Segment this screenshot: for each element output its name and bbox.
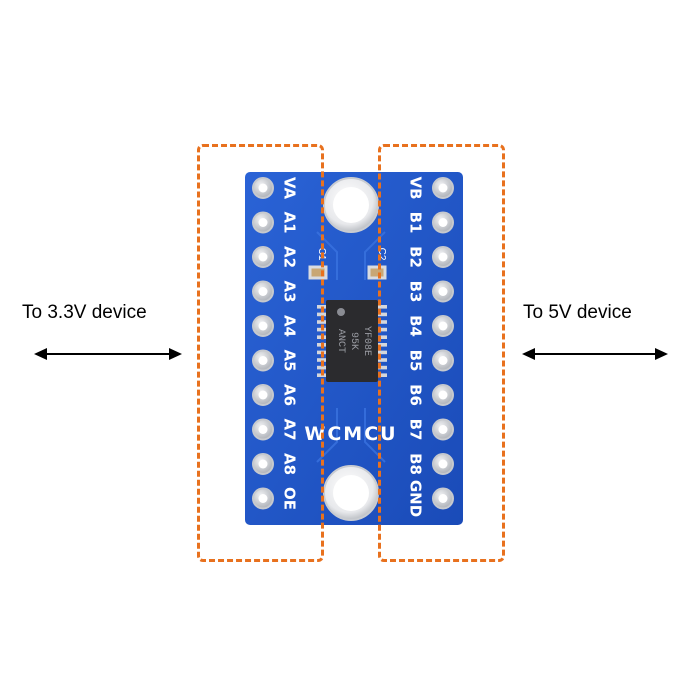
double-arrow-right: [522, 348, 668, 360]
pin-label-a2: A2: [281, 246, 299, 268]
pin-label-b6: B6: [407, 384, 425, 406]
high-voltage-side-box: [378, 144, 505, 562]
pin-hole-a4: [258, 321, 268, 331]
chip-lead-right: [377, 305, 387, 309]
pin-label-gnd: GND: [407, 480, 425, 517]
pin-hole-a5: [258, 356, 268, 365]
ic-chip: [326, 300, 378, 382]
chip-lead-right: [377, 350, 387, 355]
chip-lead-right: [377, 358, 387, 362]
pin-label-b5: B5: [407, 350, 425, 372]
mounting-hole-top-inner: [333, 187, 369, 223]
double-arrow-left: [34, 348, 182, 360]
chip-text-line-1: YF08E: [361, 326, 372, 356]
pin-hole-b8: [438, 459, 448, 469]
ti-logo-icon: [337, 308, 345, 316]
pin-hole-vb: [438, 183, 448, 193]
pin-label-a5: A5: [281, 349, 299, 371]
pin-hole-b2: [438, 252, 448, 262]
pin-label-b2: B2: [407, 246, 425, 268]
pin-label-vb: VB: [407, 176, 425, 199]
mounting-hole-bottom-inner: [333, 475, 369, 511]
pin-hole-gnd: [438, 494, 448, 503]
chip-text-line-3: ANCT: [335, 329, 346, 353]
capacitor-c1: [308, 265, 328, 280]
chip-lead-right: [377, 335, 387, 339]
label-5v-device: To 5V device: [523, 302, 632, 323]
pin-label-a3: A3: [281, 280, 299, 302]
pin-hole-a7: [258, 425, 268, 434]
pin-label-a1: A1: [281, 211, 299, 233]
pin-label-a8: A8: [281, 453, 299, 475]
chip-marking: YF08E 95K ANCT: [335, 326, 372, 356]
board-graphic: C1 C2 YF08E 95K ANCT WCMCU VAA1A2A3A4A5A…: [245, 172, 463, 525]
chip-text-line-2: 95K: [348, 332, 359, 350]
left-pad-column: [252, 177, 274, 510]
pin-label-a4: A4: [281, 315, 299, 337]
capacitor-c2: [367, 265, 387, 280]
pin-hole-b6: [438, 390, 448, 400]
cap-label-c2: C2: [376, 248, 387, 261]
pin-hole-a3: [258, 287, 268, 296]
brand-label: WCMCU: [304, 423, 397, 445]
right-pad-column: [432, 177, 454, 510]
chip-lead-right: [377, 343, 387, 347]
pin-label-va: VA: [281, 177, 299, 200]
pin-hole-b4: [438, 321, 448, 331]
pin-label-b8: B8: [407, 453, 425, 475]
pin-hole-va: [258, 183, 268, 193]
chip-lead-right: [377, 373, 387, 377]
pin-hole-a2: [258, 252, 268, 262]
pin-label-oe: OE: [281, 487, 299, 510]
pin-label-a6: A6: [281, 384, 299, 406]
chip-lead-right: [377, 312, 387, 317]
pin-hole-b3: [438, 287, 448, 296]
label-3v3-device: To 3.3V device: [22, 302, 147, 323]
pin-hole-b7: [438, 425, 448, 434]
pin-label-b4: B4: [407, 315, 425, 337]
pin-hole-oe: [258, 494, 268, 503]
pin-label-a7: A7: [281, 418, 299, 440]
pin-label-b1: B1: [407, 212, 425, 234]
pin-label-b7: B7: [407, 419, 425, 441]
chip-lead-right: [377, 327, 387, 332]
chip-lead-right: [377, 320, 387, 324]
pin-hole-a1: [258, 218, 268, 227]
pin-hole-a8: [258, 459, 268, 469]
pin-label-b3: B3: [407, 281, 425, 303]
chip-lead-right: [377, 365, 387, 370]
pin-hole-b5: [438, 356, 448, 365]
pin-hole-a6: [258, 390, 268, 400]
pin-hole-b1: [438, 218, 448, 227]
low-voltage-side-box: [197, 144, 324, 562]
